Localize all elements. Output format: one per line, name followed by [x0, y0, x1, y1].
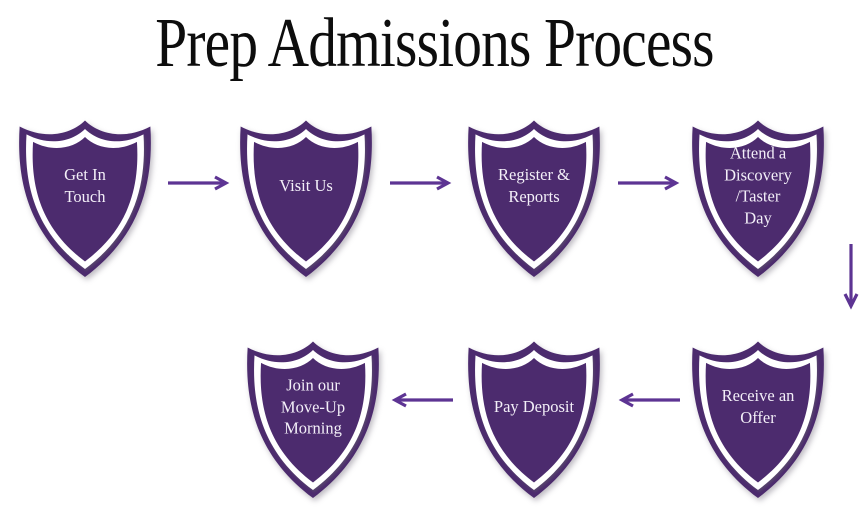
arrow-right-icon — [390, 175, 452, 191]
step-label: Join our Move-Up Morning — [280, 375, 346, 438]
arrow-down-icon — [843, 244, 859, 310]
arrow-left-icon — [391, 392, 453, 408]
step-label: Register & Reports — [498, 165, 570, 206]
step-label: Attend a Discovery /Taster Day — [724, 143, 792, 228]
step-register-reports: Register & Reports — [458, 112, 610, 284]
shield-icon — [230, 112, 382, 284]
step-pay-deposit: Pay Deposit — [458, 333, 610, 505]
step-join-move-up-morning: Join our Move-Up Morning — [237, 333, 389, 505]
arrow-left-icon — [618, 392, 680, 408]
step-receive-an-offer: Receive an Offer — [682, 333, 834, 505]
page-title-text: Prep Admissions Process — [154, 5, 714, 82]
step-get-in-touch: Get In Touch — [9, 112, 161, 284]
step-attend-discovery-taster-day: Attend a Discovery /Taster Day — [682, 112, 834, 284]
step-label: Pay Deposit — [493, 397, 575, 417]
page-title: Prep Admissions Process — [0, 4, 868, 85]
step-label: Receive an Offer — [721, 386, 795, 427]
shield-icon — [458, 333, 610, 505]
step-label: Visit Us — [279, 176, 333, 196]
arrow-right-icon — [168, 175, 230, 191]
step-label: Get In Touch — [64, 165, 106, 206]
step-visit-us: Visit Us — [230, 112, 382, 284]
arrow-right-icon — [618, 175, 680, 191]
